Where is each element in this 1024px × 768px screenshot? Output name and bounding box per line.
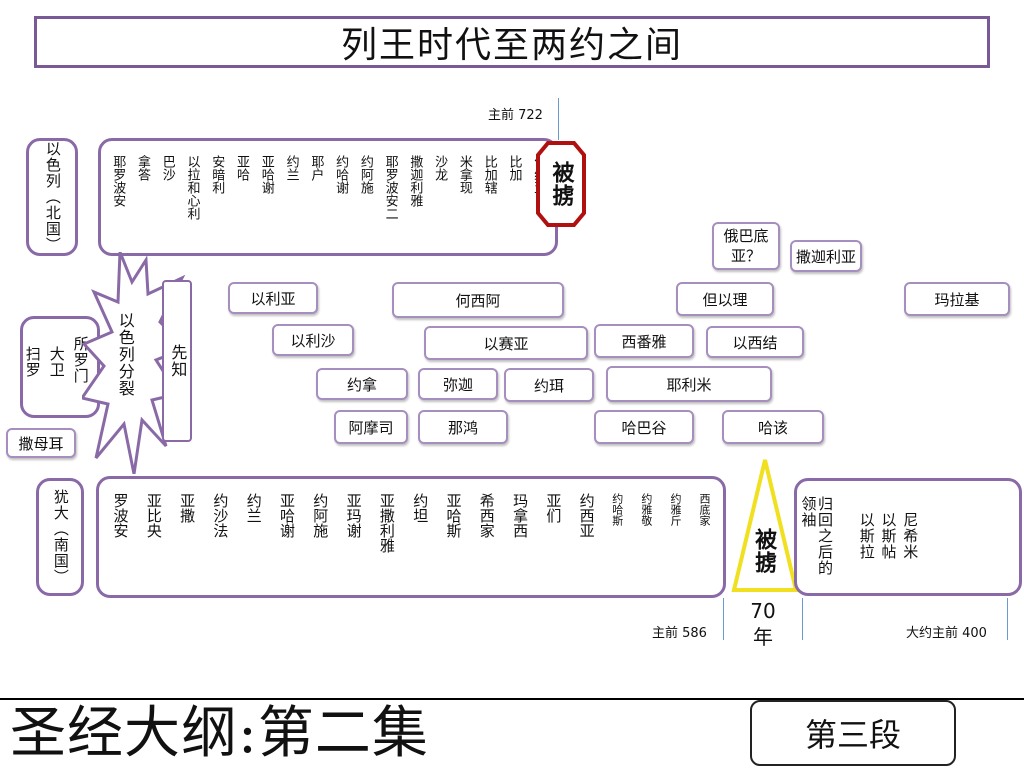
prophet-zephaniah: 西番雅	[594, 324, 694, 358]
south-king: 亚撒利雅	[377, 493, 396, 553]
prophet-habakkuk: 哈巴谷	[594, 410, 694, 444]
north-king: 耶户	[308, 155, 324, 181]
south-king: 约雅敬	[639, 493, 653, 526]
south-exile-triangle	[731, 459, 799, 592]
north-king: 约哈谢	[333, 155, 349, 194]
timeline-400-line	[1007, 598, 1008, 640]
prophet-jonah: 约拿	[316, 368, 408, 400]
north-exile-octagon	[536, 141, 586, 227]
prophet-jeremiah: 耶利米	[606, 366, 772, 402]
prophet-joel: 约珥	[504, 368, 594, 402]
page-title: 列王时代至两约之间	[34, 16, 990, 68]
south-king: 玛拿西	[511, 493, 530, 538]
north-king: 比加辖	[481, 155, 497, 194]
south-kings-box: 罗波安亚比央亚撒约沙法约兰亚哈谢约阿施亚玛谢亚撒利雅约坦亚哈斯希西家玛拿西亚们约…	[96, 476, 726, 598]
prophet-amos: 阿摩司	[334, 410, 408, 444]
return-leaders: 以斯拉以斯帖尼希米	[857, 512, 920, 560]
south-king: 约沙法	[211, 493, 230, 538]
south-exile-triangle-shape	[731, 459, 799, 592]
north-kingdom-label: 以色列（北国）	[43, 141, 62, 253]
united-king-david: 大卫	[47, 346, 66, 378]
prophet-hosea: 何西阿	[392, 282, 564, 318]
timeline-586-line	[723, 598, 724, 640]
north-king: 米拿现	[456, 155, 472, 194]
north-exile-label: 被掳	[548, 161, 574, 207]
prophet-isaiah: 以赛亚	[424, 326, 588, 360]
prophet-micah: 弥迦	[418, 368, 498, 400]
south-king: 约阿施	[311, 493, 330, 538]
south-exile-label: 被掳	[751, 528, 777, 574]
south-king: 约哈斯	[610, 493, 624, 526]
prophet-nahum: 那鸿	[418, 410, 508, 444]
return-leader: 尼希米	[901, 512, 920, 560]
date-722: 主前 722	[488, 108, 543, 123]
north-king: 撒迦利雅	[407, 155, 423, 207]
united-king-saul: 扫罗	[23, 346, 42, 378]
exile-years: 70年	[750, 598, 776, 650]
north-king: 拿答	[134, 155, 150, 181]
prophet-obadiah: 俄巴底亚？	[712, 222, 780, 270]
north-king: 以拉和心利	[184, 155, 200, 220]
samuel-box: 撒母耳	[6, 428, 76, 458]
return-label: 归回之后的领袖	[799, 496, 835, 588]
north-exile-octagon-shape	[536, 141, 586, 227]
north-king: 耶罗波安二	[382, 155, 398, 220]
prophet-ezekiel: 以西结	[706, 326, 804, 358]
north-kingdom-label-box: 以色列（北国）	[26, 138, 78, 256]
south-king: 亚哈谢	[278, 493, 296, 538]
return-leader: 以斯拉	[857, 512, 876, 560]
south-king: 约西亚	[577, 493, 596, 538]
return-leader: 以斯帖	[879, 512, 898, 560]
timeline-return-line	[802, 598, 803, 640]
north-king: 约兰	[283, 155, 299, 181]
south-king: 约兰	[244, 493, 263, 523]
prophet-zechariah: 撒迦利亚	[790, 240, 862, 272]
south-king: 亚撒	[178, 493, 197, 523]
date-400: 大约主前 400	[906, 626, 987, 641]
split-label: 以色列分裂	[115, 312, 135, 397]
timeline-722-line	[558, 98, 559, 140]
north-king: 比加	[506, 155, 522, 181]
exile-years-label: 70年	[750, 599, 776, 649]
prophet-elijah: 以利亚	[228, 282, 318, 314]
united-king-solomon: 所罗门	[71, 336, 90, 384]
north-king: 沙龙	[432, 155, 448, 181]
south-king: 亚哈斯	[444, 493, 463, 538]
north-exile-label-wrap: 被掳	[536, 141, 586, 227]
north-king: 约阿施	[357, 155, 373, 194]
south-kingdom-label: 犹大（南国）	[51, 489, 70, 585]
south-king: 西底家	[698, 493, 712, 526]
south-king: 约坦	[411, 493, 430, 523]
north-king: 亚哈	[234, 155, 250, 181]
return-label-text: 归回之后的领袖	[799, 496, 835, 576]
north-kings-box: 耶罗波安拿答巴沙以拉和心利安暗利亚哈亚哈谢约兰耶户约哈谢约阿施耶罗波安二撒迦利雅…	[98, 138, 558, 256]
north-king: 亚哈谢	[258, 155, 274, 194]
north-king: 安暗利	[209, 155, 225, 194]
north-king: 巴沙	[159, 155, 175, 181]
south-king: 约雅斤	[668, 493, 682, 526]
south-king: 亚玛谢	[344, 493, 363, 538]
prophets-label: 先知	[168, 344, 188, 378]
south-king: 罗波安	[111, 493, 130, 538]
date-586: 主前 586	[652, 626, 707, 641]
prophet-daniel: 但以理	[676, 282, 774, 316]
prophet-elisha: 以利沙	[272, 324, 354, 356]
south-king: 希西家	[477, 493, 496, 538]
south-king: 亚们	[544, 493, 563, 523]
united-kingdom-box	[20, 316, 100, 418]
return-box	[794, 478, 1022, 596]
segment-badge: 第三段	[750, 700, 956, 766]
south-kingdom-label-box: 犹大（南国）	[36, 478, 84, 596]
prophet-malachi: 玛拉基	[904, 282, 1010, 316]
footer-divider	[0, 698, 1024, 700]
south-king: 亚比央	[144, 493, 163, 538]
prophets-column: 先知	[162, 280, 192, 442]
prophet-haggai: 哈该	[722, 410, 824, 444]
prophet-obadiah-label: 俄巴底亚？	[723, 227, 769, 265]
north-king: 耶罗波安	[110, 155, 126, 207]
series-title: 圣经大纲:第二集	[10, 701, 429, 766]
